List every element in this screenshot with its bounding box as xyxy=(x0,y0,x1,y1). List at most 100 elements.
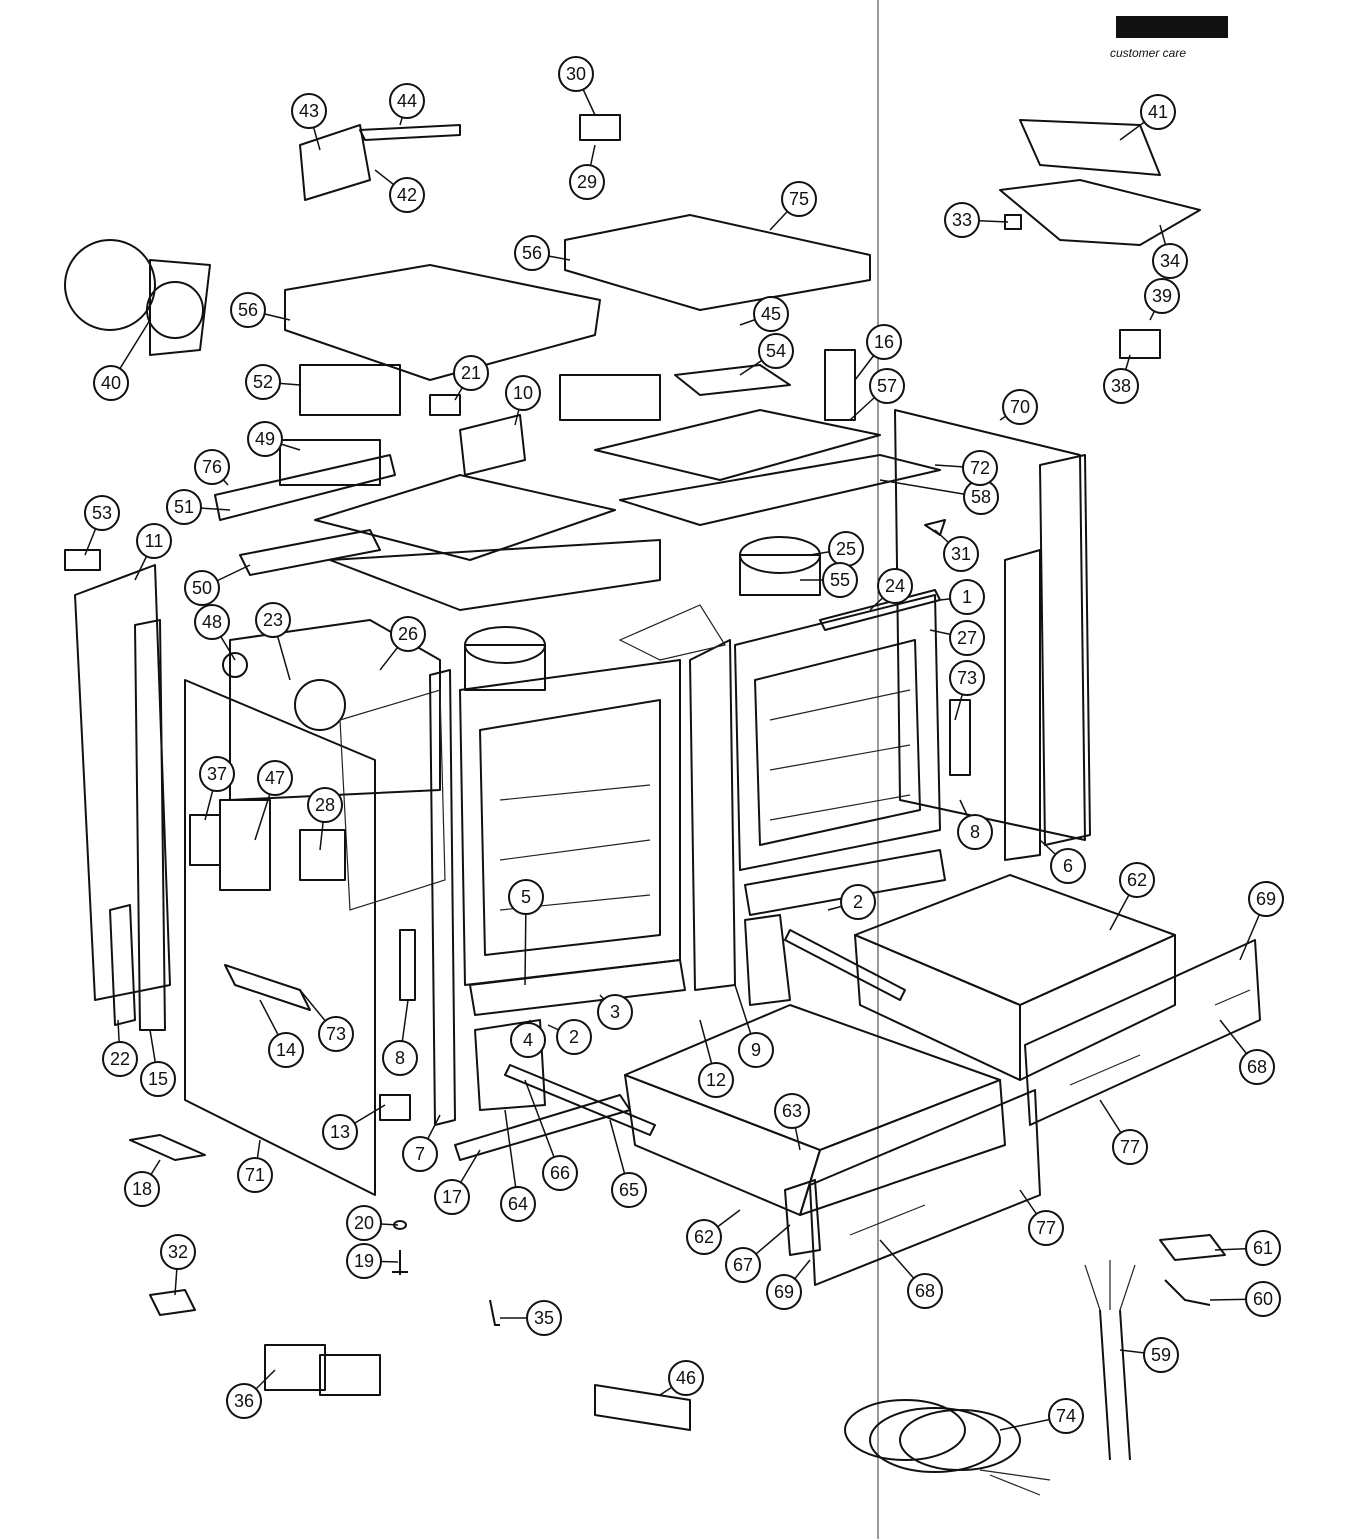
callout-circle xyxy=(962,450,998,486)
callout-number: 64 xyxy=(508,1194,528,1214)
callout-60: 60 xyxy=(1209,1281,1281,1317)
callout-21: 21 xyxy=(453,355,489,401)
callout-54: 54 xyxy=(739,333,794,376)
callout-circle xyxy=(1248,881,1284,917)
callout-73: 73 xyxy=(299,989,354,1052)
drawing-lines xyxy=(64,114,1261,1496)
callout-number: 69 xyxy=(774,1282,794,1302)
callout-42: 42 xyxy=(374,169,425,213)
callout-number: 35 xyxy=(534,1308,554,1328)
callout-number: 8 xyxy=(395,1048,405,1068)
callout-circle xyxy=(725,1247,761,1283)
callout-circle xyxy=(556,1019,592,1055)
callout-circle xyxy=(1048,1398,1084,1434)
callout-circle xyxy=(255,602,291,638)
callout-circle xyxy=(753,296,789,332)
callout-number: 61 xyxy=(1253,1238,1273,1258)
callout-number: 52 xyxy=(253,372,273,392)
callout-56-2: 56 xyxy=(514,235,571,271)
callout-35: 35 xyxy=(500,1300,562,1336)
callout-number: 5 xyxy=(521,887,531,907)
callout-7: 7 xyxy=(402,1114,441,1172)
callout-circle xyxy=(558,56,594,92)
callout-number: 46 xyxy=(676,1368,696,1388)
callout-77-2: 77 xyxy=(1019,1189,1064,1246)
callout-2-2: 2 xyxy=(547,1019,592,1055)
callout-24: 24 xyxy=(869,568,913,611)
callout-number: 24 xyxy=(885,576,905,596)
callout-circle xyxy=(389,83,425,119)
callout-circle xyxy=(766,1274,802,1310)
callouts: 1234567891011121314151617181920212223242… xyxy=(84,56,1284,1434)
callout-number: 54 xyxy=(766,341,786,361)
callout-44: 44 xyxy=(389,83,425,126)
callout-number: 73 xyxy=(957,668,977,688)
callout-number: 10 xyxy=(513,383,533,403)
callout-23: 23 xyxy=(255,602,291,681)
callout-number: 56 xyxy=(238,300,258,320)
callout-74: 74 xyxy=(999,1398,1084,1434)
callout-circle xyxy=(237,1157,273,1193)
callout-number: 38 xyxy=(1111,376,1131,396)
callout-69-2: 69 xyxy=(766,1259,811,1310)
callout-circle xyxy=(866,324,902,360)
callout-number: 71 xyxy=(245,1165,265,1185)
callout-number: 69 xyxy=(1256,889,1276,909)
callout-28: 28 xyxy=(307,787,343,851)
callout-10: 10 xyxy=(505,375,541,426)
callout-circle xyxy=(226,1383,262,1419)
callout-58: 58 xyxy=(879,479,999,515)
callout-number: 40 xyxy=(101,373,121,393)
callout-32: 32 xyxy=(160,1234,196,1296)
callout-circle xyxy=(668,1360,704,1396)
callout-circle xyxy=(840,884,876,920)
callout-number: 70 xyxy=(1010,397,1030,417)
callout-circle xyxy=(505,375,541,411)
callout-73-2: 73 xyxy=(949,660,985,721)
callout-circle xyxy=(199,756,235,792)
callout-number: 25 xyxy=(836,539,856,559)
callout-circle xyxy=(1152,243,1188,279)
callout-circle xyxy=(402,1136,438,1172)
callout-circle xyxy=(140,1061,176,1097)
callout-46: 46 xyxy=(659,1360,704,1396)
callout-64: 64 xyxy=(500,1109,536,1222)
callout-20: 20 xyxy=(346,1205,399,1241)
callout-number: 43 xyxy=(299,101,319,121)
callout-number: 29 xyxy=(577,172,597,192)
callout-number: 51 xyxy=(174,497,194,517)
callout-50: 50 xyxy=(184,564,251,606)
callout-59: 59 xyxy=(1119,1337,1179,1373)
callout-number: 49 xyxy=(255,429,275,449)
callout-circle xyxy=(822,562,858,598)
callout-circle xyxy=(877,568,913,604)
callout-76: 76 xyxy=(194,449,230,486)
callout-circle xyxy=(949,579,985,615)
callout-circle xyxy=(611,1172,647,1208)
brand-logo-box xyxy=(1116,16,1228,38)
callout-69: 69 xyxy=(1239,881,1284,961)
callout-number: 4 xyxy=(523,1030,533,1050)
callout-61: 61 xyxy=(1214,1230,1281,1266)
callout-circle xyxy=(957,814,993,850)
callout-68: 68 xyxy=(1219,1019,1275,1085)
callout-27: 27 xyxy=(929,620,985,656)
callout-48: 48 xyxy=(194,604,236,661)
callout-circle xyxy=(1028,1210,1064,1246)
callout-number: 26 xyxy=(398,624,418,644)
callout-circle xyxy=(781,181,817,217)
callout-circle xyxy=(514,235,550,271)
callout-18: 18 xyxy=(124,1159,161,1207)
callout-number: 67 xyxy=(733,1255,753,1275)
callout-number: 27 xyxy=(957,628,977,648)
callout-number: 2 xyxy=(569,1027,579,1047)
callout-number: 48 xyxy=(202,612,222,632)
callout-77: 77 xyxy=(1099,1099,1148,1165)
callout-22: 22 xyxy=(102,1019,138,1077)
callout-number: 42 xyxy=(397,185,417,205)
callout-circle xyxy=(318,1016,354,1052)
callout-12: 12 xyxy=(698,1019,734,1098)
callout-52: 52 xyxy=(245,364,301,400)
callout-41: 41 xyxy=(1119,94,1176,141)
callout-circle xyxy=(943,536,979,572)
